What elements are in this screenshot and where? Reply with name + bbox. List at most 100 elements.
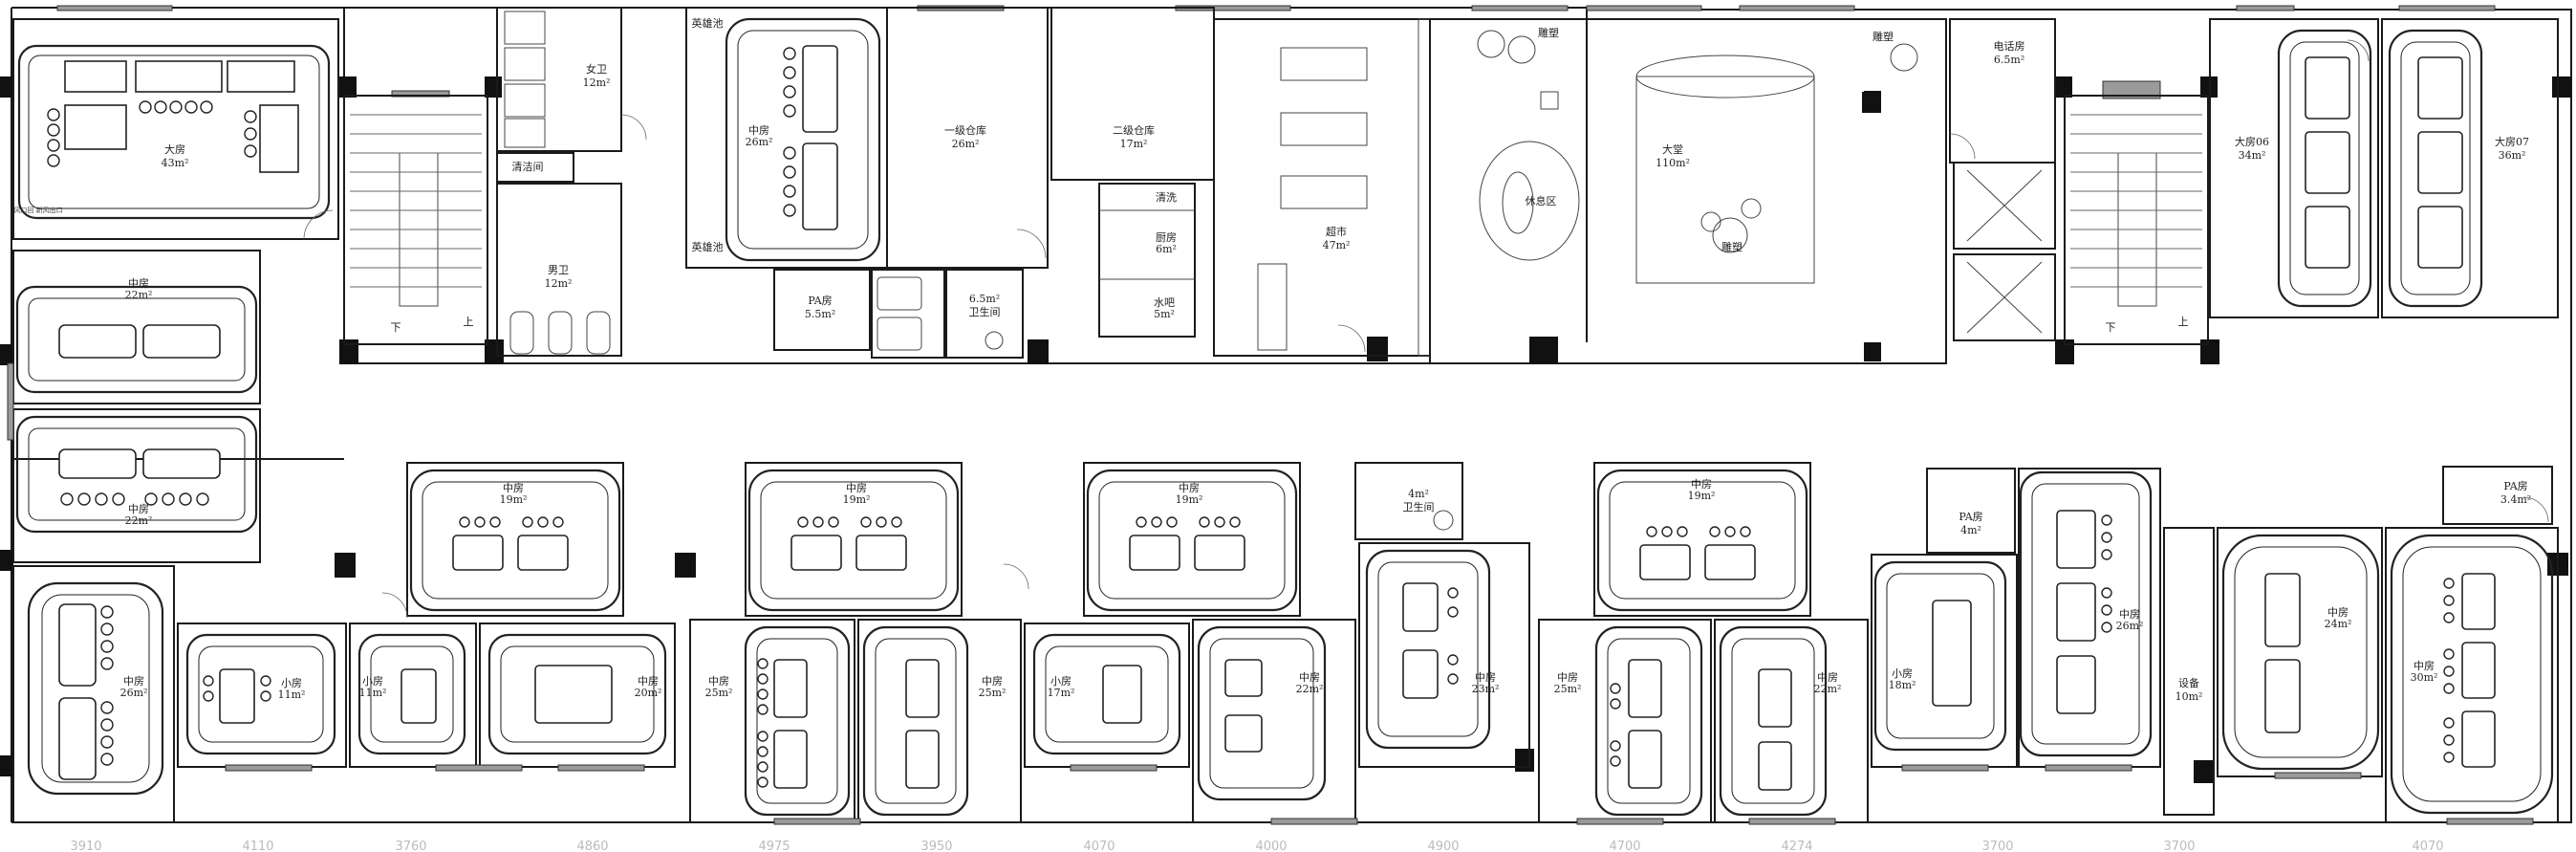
room-area: 20m²	[635, 687, 662, 699]
room-small-17: 小房 17m²	[1024, 623, 1190, 768]
rest-area-label: 休息区	[1526, 194, 1557, 208]
wc-area: 6.5m²	[969, 293, 1000, 305]
laundry-label-2: 英雄池	[692, 240, 724, 253]
room-name: 中房	[128, 503, 149, 515]
room-medium-19-c: 中房 19m²	[1083, 462, 1301, 617]
cleaning-room: 清洁间	[496, 152, 574, 183]
wash-label: 清洗	[1156, 191, 1177, 204]
room-name: 大房06	[2235, 135, 2269, 148]
room-medium-24: 中房 24m²	[2217, 527, 2383, 777]
room-medium-26-left: 中房 26m²	[12, 565, 175, 823]
lobby: 雕塑 雕塑 雕塑 休息区 大堂 110m²	[1429, 18, 1947, 364]
pa-room-3: PA房 3.4m²	[2442, 466, 2553, 525]
dimension-label: 4070	[2412, 840, 2443, 852]
stairs-down-label: 下	[391, 321, 401, 334]
room-large-07: 大房07 36m²	[2381, 18, 2559, 318]
room-area: 26m²	[120, 687, 148, 699]
room-area: 26m²	[2116, 620, 2144, 632]
male-wc-name: 男卫	[548, 264, 569, 276]
room-large-43: 大房 43m² 风口回 新风出口	[12, 18, 339, 240]
room-area: 25m²	[1554, 683, 1582, 695]
room-area: 24m²	[2325, 618, 2352, 630]
lobby-name: 大堂	[1662, 142, 1683, 156]
pa-name: PA房	[1959, 511, 1982, 523]
room-area: 30m²	[2411, 671, 2438, 684]
room-medium-26-top: 中房 26m² 英雄池 英雄池	[685, 7, 888, 269]
dimension-label: 4900	[1427, 840, 1459, 852]
room-name: 中房	[1179, 482, 1200, 494]
female-wc: 女卫 12m²	[496, 7, 622, 152]
phone-room: 电话房 6.5m²	[1949, 18, 2056, 164]
room-area: 22m²	[125, 289, 153, 301]
room-name: 小房	[362, 675, 383, 688]
pa-area: 3.4m²	[2500, 493, 2531, 506]
water-bar-area: 5m²	[1154, 308, 1175, 320]
room-area: 17m²	[1048, 687, 1075, 699]
wc-small: 6.5m² 卫生间	[871, 269, 1024, 359]
kitchen-area: 6m²	[1156, 243, 1177, 255]
equipment-area: 10m²	[2176, 690, 2203, 703]
supermarket-area: 47m²	[1323, 239, 1351, 251]
room-area: 19m²	[1688, 490, 1716, 502]
room-medium-22-a: 中房 22m²	[12, 250, 261, 404]
male-wc-area: 12m²	[545, 277, 573, 290]
room-area: 19m²	[500, 493, 528, 506]
room-small-18: 小房 18m²	[1871, 554, 2018, 768]
equipment-room: 设备 10m²	[2163, 527, 2215, 816]
warehouse-name: 二级仓库	[1113, 123, 1155, 137]
room-name: 中房	[1299, 671, 1320, 684]
room-medium-25-b: 中房 25m²	[857, 619, 1022, 823]
room-area: 26m²	[746, 136, 773, 148]
room-name: 中房	[2414, 660, 2435, 672]
room-medium-30: 中房 30m²	[2385, 527, 2559, 823]
sculpture-label-2: 雕塑	[1872, 30, 1894, 43]
ac-note: 风口回 新风出口	[13, 206, 62, 214]
room-name: 中房	[128, 277, 149, 290]
room-area: 19m²	[843, 493, 871, 506]
dimension-label: 4860	[576, 840, 608, 852]
room-small-11-b: 小房 11m²	[349, 623, 477, 768]
lobby-area: 110m²	[1656, 157, 1690, 169]
stairs-left: 下 上	[343, 95, 488, 345]
pa-name: PA房	[2503, 480, 2527, 492]
room-medium-23: 中房 23m²	[1358, 542, 1530, 768]
door-swings	[303, 39, 2549, 619]
room-name: 中房	[1691, 478, 1712, 491]
room-area: 11m²	[359, 687, 387, 699]
dimension-label: 4700	[1609, 840, 1640, 852]
female-wc-name: 女卫	[586, 62, 607, 76]
room-name: 中房	[503, 482, 524, 494]
dimension-label: 4975	[758, 840, 790, 852]
dimension-label: 3760	[395, 840, 426, 852]
room-medium-22-c: 中房 22m²	[1192, 619, 1356, 823]
elevators	[1953, 162, 2056, 341]
room-area: 43m²	[162, 157, 189, 169]
pa-room-2: PA房 4m²	[1926, 468, 2016, 554]
dimension-label: 3700	[2163, 840, 2195, 852]
room-name: 中房	[1817, 671, 1838, 684]
dimension-label: 3700	[1981, 840, 2013, 852]
room-small-11-a: 小房 11m²	[177, 623, 347, 768]
sculpture-label: 雕塑	[1538, 26, 1559, 39]
bottom-windows	[7, 362, 2534, 825]
room-name: 小房	[1050, 675, 1072, 688]
room-name: 小房	[281, 677, 302, 689]
room-area: 36m²	[2499, 149, 2526, 162]
room-medium-20: 中房 20m²	[479, 623, 676, 768]
room-name: 小房	[1892, 667, 1913, 680]
pa-name: PA房	[808, 295, 832, 307]
supermarket: 超市 47m²	[1213, 18, 1431, 357]
room-name: 中房	[748, 124, 769, 137]
room-area: 25m²	[979, 687, 1007, 699]
room-name: 中房	[123, 675, 144, 688]
stairs-down-label: 下	[2106, 321, 2116, 334]
wc-label: 卫生间	[1403, 500, 1435, 513]
room-medium-22-b: 中房 22m²	[12, 408, 261, 563]
room-name: 中房	[638, 675, 659, 688]
room-area: 11m²	[278, 688, 306, 701]
water-bar-label: 水吧	[1154, 296, 1175, 309]
kitchen-label: 厨房	[1156, 231, 1177, 244]
warehouse-name: 一级仓库	[944, 123, 986, 137]
room-name: 中房	[1557, 671, 1578, 684]
